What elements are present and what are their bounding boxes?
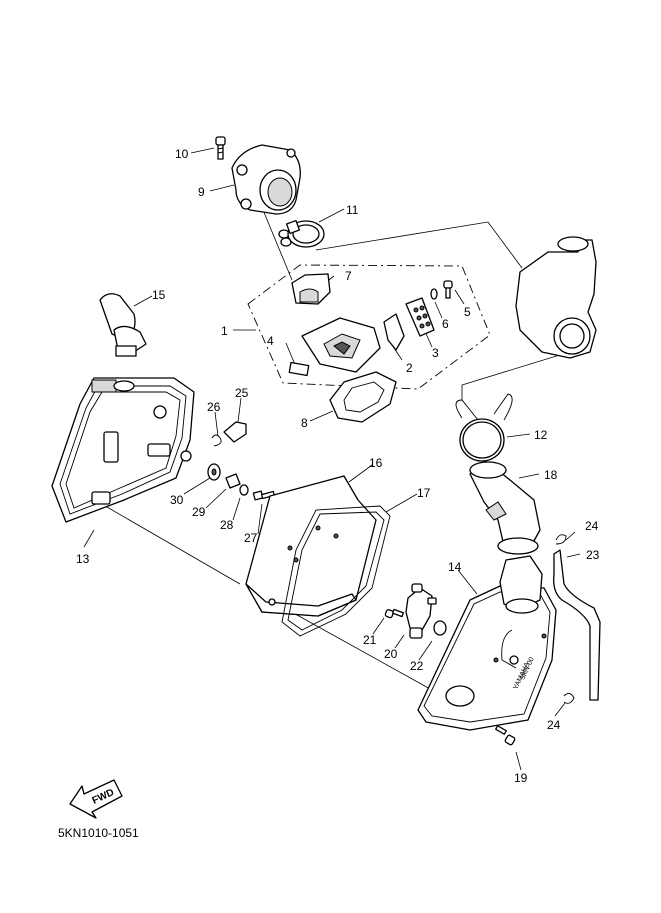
callout-20: 20 [384, 647, 398, 661]
hose-clip-part-24-upper [555, 534, 567, 545]
callout-3: 3 [432, 346, 439, 360]
callout-19: 19 [514, 771, 528, 785]
callout-6: 6 [442, 317, 449, 331]
callout-27: 27 [244, 531, 258, 545]
o-ring-part-12 [455, 393, 513, 462]
callout-24-lower: 24 [547, 718, 561, 732]
intake-duct-part-18 [469, 461, 541, 555]
callout-5: 5 [464, 305, 471, 319]
callout-26: 26 [207, 400, 221, 414]
breather-cap-part-15 [99, 293, 147, 357]
callout-14: 14 [448, 560, 462, 574]
callout-12: 12 [534, 428, 548, 442]
callout-15: 15 [152, 288, 166, 302]
callout-23: 23 [586, 548, 600, 562]
clip-part-26 [211, 434, 222, 447]
o-ring-part-22 [433, 620, 447, 636]
screw-part-5 [443, 280, 453, 299]
document-code: 5KN1010-1051 [58, 826, 139, 840]
screw-part-19 [495, 725, 516, 746]
air-cleaner-case-part-14: 5KN-00 YAMAHA [417, 555, 557, 731]
reed-valve-group-outline [247, 264, 491, 390]
seal-part-17 [281, 505, 391, 637]
screw-part-21 [384, 608, 405, 619]
collar-part-29 [225, 473, 241, 489]
reed-stopper-part-3 [405, 297, 435, 337]
bolt-part-27 [252, 490, 275, 501]
callout-11: 11 [346, 203, 359, 217]
valve-stopper-part-7 [291, 273, 331, 305]
hose-joint-part-25 [223, 421, 247, 443]
callout-16: 16 [369, 456, 383, 470]
callout-1: 1 [221, 324, 228, 338]
callout-18: 18 [544, 468, 558, 482]
reed-petal-part-2 [383, 313, 405, 351]
element-part-16 [245, 475, 377, 617]
callout-9: 9 [198, 185, 205, 199]
callout-22: 22 [410, 659, 424, 673]
callout-17: 17 [417, 486, 431, 500]
forward-direction-arrow-icon: FWD [69, 779, 123, 819]
gasket-part-8 [329, 371, 397, 423]
callout-13: 13 [76, 552, 90, 566]
washer-part-6 [430, 288, 438, 300]
callout-4: 4 [267, 334, 274, 348]
callout-29: 29 [192, 505, 206, 519]
callout-28: 28 [220, 518, 234, 532]
air-cleaner-cap-part-13 [51, 377, 195, 523]
grommet-part-30 [207, 463, 221, 481]
callout-25: 25 [235, 386, 249, 400]
callout-2: 2 [406, 361, 413, 375]
callout-24-upper: 24 [585, 519, 599, 533]
intake-joint-part-9 [231, 144, 301, 215]
drain-fitting-part-20 [405, 583, 437, 639]
callout-21: 21 [363, 633, 377, 647]
hose-clip-part-24-lower [563, 693, 575, 704]
callout-8: 8 [301, 416, 308, 430]
washer-part-28 [239, 484, 249, 496]
callout-7: 7 [345, 269, 352, 283]
callout-10: 10 [175, 147, 189, 161]
bolt-part-10 [215, 136, 226, 160]
breather-hose-part-23 [553, 549, 601, 701]
clamp-part-11 [285, 219, 325, 248]
carburetor-outline [515, 236, 597, 359]
reed-valve-body-part-4 [288, 317, 381, 377]
callout-30: 30 [170, 493, 184, 507]
